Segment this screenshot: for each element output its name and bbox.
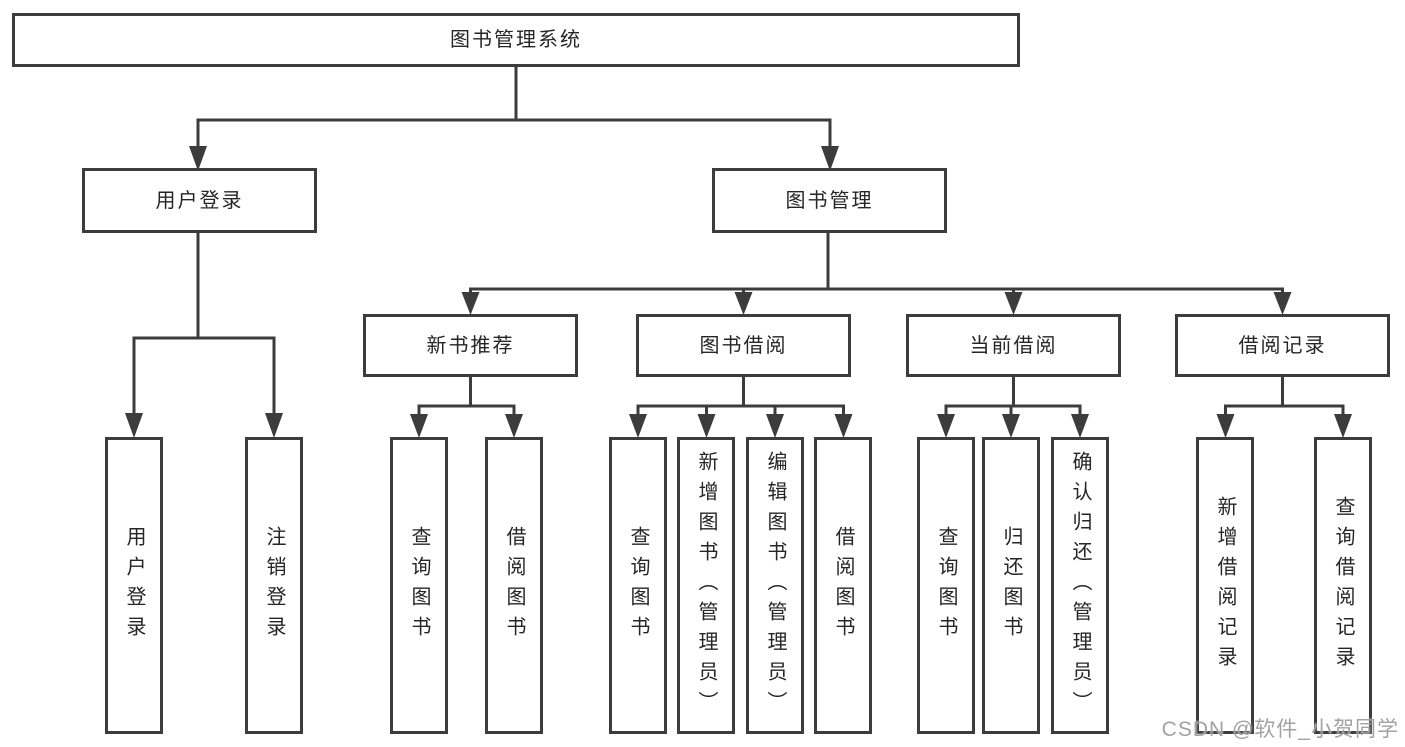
leaf-logout-label: 注销登录 xyxy=(263,525,285,646)
leaf-query-borrow-record: 查询借阅记录 xyxy=(1314,437,1372,734)
leaf-user-login-label: 用户登录 xyxy=(123,525,145,646)
node-user-login-label: 用户登录 xyxy=(155,189,244,212)
leaf-confirm-return-admin-label: 确认归还（管理员） xyxy=(1069,450,1091,721)
leaf-borrow-books: 借阅图书 xyxy=(814,437,872,734)
leaf-confirm-return-admin: 确认归还（管理员） xyxy=(1051,437,1109,734)
node-new-book-recommend-label: 新书推荐 xyxy=(426,334,515,357)
leaf-edit-books-admin-label: 编辑图书（管理员） xyxy=(764,450,786,721)
leaf-recommend-query-books-label: 查询图书 xyxy=(408,525,430,646)
leaf-return-books: 归还图书 xyxy=(982,437,1040,734)
leaf-edit-books-admin: 编辑图书（管理员） xyxy=(746,437,804,734)
leaf-current-query-books-label: 查询图书 xyxy=(935,525,957,646)
node-book-borrow-label: 图书借阅 xyxy=(699,334,788,357)
node-user-login: 用户登录 xyxy=(82,168,317,233)
leaf-query-borrow-record-label: 查询借阅记录 xyxy=(1332,495,1354,676)
leaf-borrow-query-books: 查询图书 xyxy=(609,437,667,734)
node-root-label: 图书管理系统 xyxy=(450,29,582,51)
node-book-borrow: 图书借阅 xyxy=(636,314,851,377)
leaf-add-books-admin-label: 新增图书（管理员） xyxy=(695,450,717,721)
leaf-logout: 注销登录 xyxy=(245,437,303,734)
leaf-add-books-admin: 新增图书（管理员） xyxy=(677,437,735,734)
node-borrow-records-label: 借阅记录 xyxy=(1238,334,1327,357)
node-current-borrow-label: 当前借阅 xyxy=(969,334,1058,357)
leaf-current-query-books: 查询图书 xyxy=(917,437,975,734)
leaf-add-borrow-record: 新增借阅记录 xyxy=(1196,437,1254,734)
node-root: 图书管理系统 xyxy=(12,13,1020,67)
node-borrow-records: 借阅记录 xyxy=(1175,314,1390,377)
node-book-management: 图书管理 xyxy=(712,168,947,233)
leaf-borrow-query-books-label: 查询图书 xyxy=(627,525,649,646)
leaf-add-borrow-record-label: 新增借阅记录 xyxy=(1214,495,1236,676)
leaf-user-login: 用户登录 xyxy=(105,437,163,734)
csdn-watermark: CSDN @软件_小贺同学 xyxy=(1161,718,1399,741)
leaf-recommend-borrow-books: 借阅图书 xyxy=(485,437,543,734)
node-book-management-label: 图书管理 xyxy=(785,189,874,212)
node-current-borrow: 当前借阅 xyxy=(906,314,1121,377)
leaf-borrow-books-label: 借阅图书 xyxy=(832,525,854,646)
leaf-recommend-query-books: 查询图书 xyxy=(390,437,448,734)
leaf-return-books-label: 归还图书 xyxy=(1000,525,1022,646)
node-new-book-recommend: 新书推荐 xyxy=(363,314,578,377)
leaf-recommend-borrow-books-label: 借阅图书 xyxy=(503,525,525,646)
